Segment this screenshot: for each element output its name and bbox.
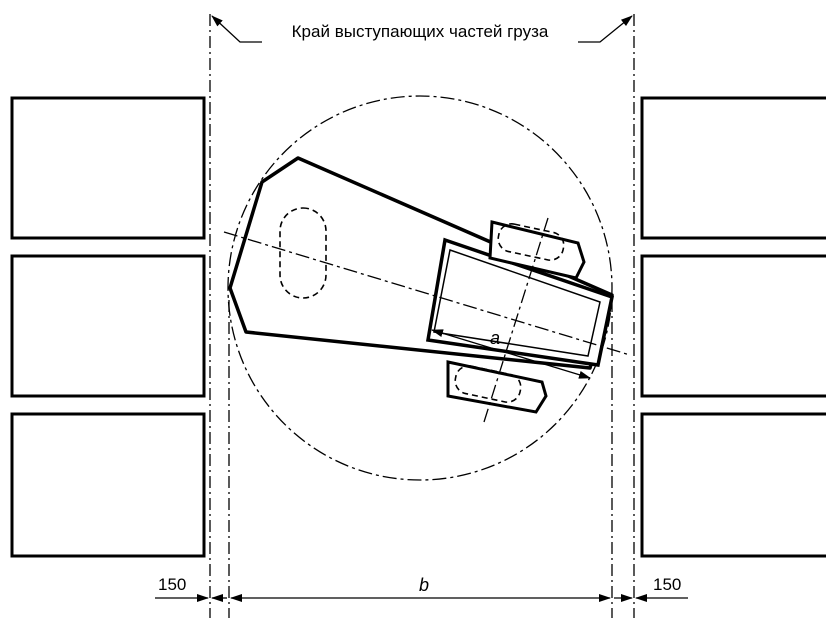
- edge-label-leader-left: [211, 15, 262, 43]
- fork-slot-upper: [497, 223, 565, 261]
- dimension-a-line: [431, 329, 591, 379]
- right-rack-bay-3: [640, 412, 826, 558]
- left-rack-bay-3: [10, 412, 206, 558]
- boundary-lines: [209, 14, 635, 618]
- right-rack-bay-2: [640, 254, 826, 398]
- edge-label-text: Край выступающих частей груза: [292, 22, 549, 41]
- clearance-left-label: 150: [158, 575, 186, 594]
- edge-label-leader-right: [578, 15, 633, 43]
- dimension-a-label: a: [490, 328, 500, 348]
- forklift: a: [223, 156, 631, 423]
- edge-label-group: Край выступающих частей груза: [211, 15, 633, 43]
- fork-tine-upper: [488, 220, 586, 280]
- left-rack-column: [10, 96, 206, 558]
- left-rack-bay-1: [10, 96, 206, 240]
- clearance-right-label: 150: [653, 575, 681, 594]
- left-rack-bay-2: [10, 254, 206, 398]
- right-rack-column: [640, 96, 826, 558]
- forklift-body: [228, 156, 614, 370]
- bottom-dimensions: b 150 150: [155, 575, 688, 602]
- transverse-axis: [483, 217, 549, 423]
- fork-tine-lower: [446, 360, 548, 414]
- right-rack-bay-1: [640, 96, 826, 240]
- body-slot: [279, 207, 327, 299]
- turning-circle: [227, 95, 613, 481]
- dimension-b-label: b: [419, 575, 429, 595]
